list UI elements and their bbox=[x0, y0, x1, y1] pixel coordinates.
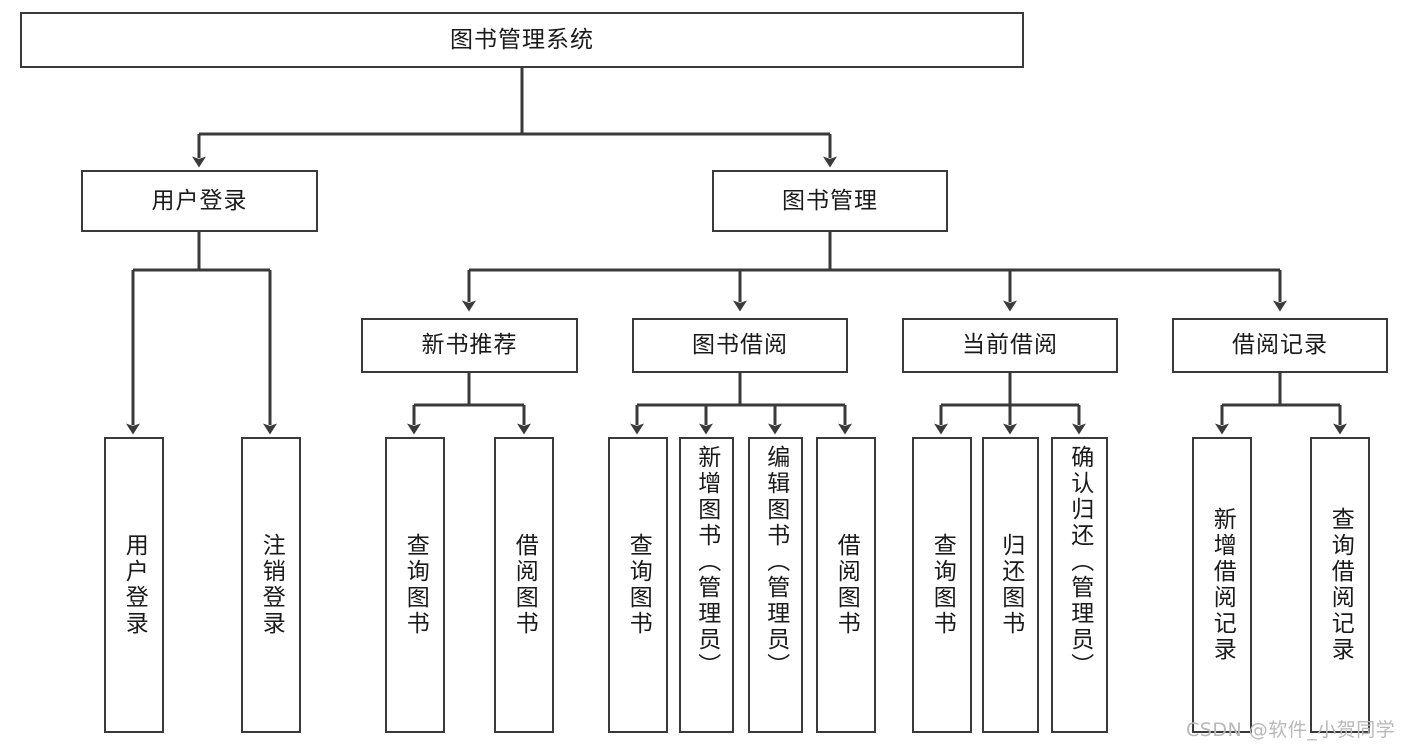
node-new-book-recommend-label: 新书推荐 bbox=[421, 332, 518, 359]
node-leaf-user-login-label: 用户登录 bbox=[121, 533, 148, 637]
node-leaf-edit-book[interactable]: 编辑图书（管理员） bbox=[748, 437, 803, 733]
node-leaf-user-login[interactable]: 用户登录 bbox=[104, 437, 164, 733]
node-new-book-recommend[interactable]: 新书推荐 bbox=[361, 318, 578, 373]
node-leaf-confirm-return[interactable]: 确认归还（管理员） bbox=[1051, 437, 1108, 733]
node-leaf-add-book[interactable]: 新增图书（管理员） bbox=[679, 437, 734, 733]
node-leaf-logout[interactable]: 注销登录 bbox=[241, 437, 301, 733]
node-book-manage[interactable]: 图书管理 bbox=[712, 170, 948, 232]
node-leaf-confirm-return-label: 确认归还（管理员） bbox=[1066, 445, 1093, 679]
node-leaf-query-book-1-label: 查询图书 bbox=[402, 533, 429, 637]
node-leaf-borrow-book-2-label: 借阅图书 bbox=[833, 533, 860, 637]
node-leaf-return-book-label: 归还图书 bbox=[997, 533, 1024, 637]
node-leaf-query-record[interactable]: 查询借阅记录 bbox=[1310, 437, 1370, 733]
node-leaf-edit-book-label: 编辑图书（管理员） bbox=[762, 445, 789, 679]
node-root[interactable]: 图书管理系统 bbox=[20, 12, 1024, 68]
node-leaf-query-record-label: 查询借阅记录 bbox=[1327, 507, 1354, 663]
node-leaf-add-record[interactable]: 新增借阅记录 bbox=[1192, 437, 1252, 733]
node-leaf-query-book-2[interactable]: 查询图书 bbox=[608, 437, 668, 733]
node-current-borrow[interactable]: 当前借阅 bbox=[902, 318, 1118, 373]
node-borrow-record[interactable]: 借阅记录 bbox=[1172, 318, 1388, 373]
node-book-borrow[interactable]: 图书借阅 bbox=[632, 318, 848, 373]
node-book-borrow-label: 图书借阅 bbox=[692, 332, 788, 359]
node-leaf-return-book[interactable]: 归还图书 bbox=[982, 437, 1039, 733]
node-leaf-logout-label: 注销登录 bbox=[258, 533, 285, 637]
node-leaf-query-book-3-label: 查询图书 bbox=[929, 533, 956, 637]
node-current-borrow-label: 当前借阅 bbox=[962, 332, 1058, 359]
node-leaf-borrow-book-2[interactable]: 借阅图书 bbox=[816, 437, 876, 733]
node-book-manage-label: 图书管理 bbox=[782, 187, 878, 214]
node-leaf-query-book-1[interactable]: 查询图书 bbox=[385, 437, 445, 733]
node-leaf-add-book-label: 新增图书（管理员） bbox=[693, 445, 720, 679]
node-leaf-add-record-label: 新增借阅记录 bbox=[1209, 507, 1236, 663]
node-leaf-borrow-book-1-label: 借阅图书 bbox=[511, 533, 538, 637]
node-leaf-borrow-book-1[interactable]: 借阅图书 bbox=[494, 437, 554, 733]
node-root-label: 图书管理系统 bbox=[450, 26, 594, 53]
node-user-login[interactable]: 用户登录 bbox=[81, 170, 318, 232]
node-borrow-record-label: 借阅记录 bbox=[1232, 332, 1328, 359]
node-user-login-label: 用户登录 bbox=[151, 187, 248, 214]
node-leaf-query-book-2-label: 查询图书 bbox=[625, 533, 652, 637]
node-leaf-query-book-3[interactable]: 查询图书 bbox=[912, 437, 972, 733]
